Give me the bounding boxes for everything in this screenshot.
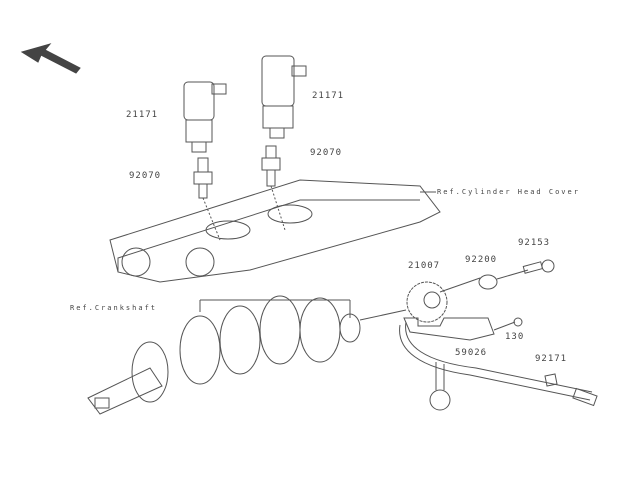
spark-plug-right [261,145,286,231]
cylinder-head-cover [109,179,441,283]
part-number-washer: 92200 [465,255,498,265]
part-number-rotor: 21007 [408,261,441,271]
crankshaft-sensor-harness [399,317,598,411]
washer [478,269,529,290]
part-number-coil-left: 21171 [126,110,159,120]
timing-rotor [359,277,481,323]
part-number-sensor: 59026 [455,348,488,358]
part-number-clamp: 92171 [535,354,568,364]
ref-crankshaft-label: Ref.Crankshaft [70,304,158,312]
part-number-coil-right: 21171 [312,91,345,101]
part-number-plug-right: 92070 [310,148,343,158]
ignition-coil-left [183,81,227,153]
ref-cylinder-head-cover-label: Ref.Cylinder Head Cover [437,188,580,196]
spark-plug-left [193,157,221,241]
part-number-bolt: 92153 [518,238,551,248]
ignition-coil-right [261,55,307,139]
part-number-screw: 130 [505,332,525,342]
crankshaft [87,295,361,415]
part-number-plug-left: 92070 [129,171,162,181]
bolt [522,259,555,274]
front-direction-arrow-icon [20,43,81,74]
